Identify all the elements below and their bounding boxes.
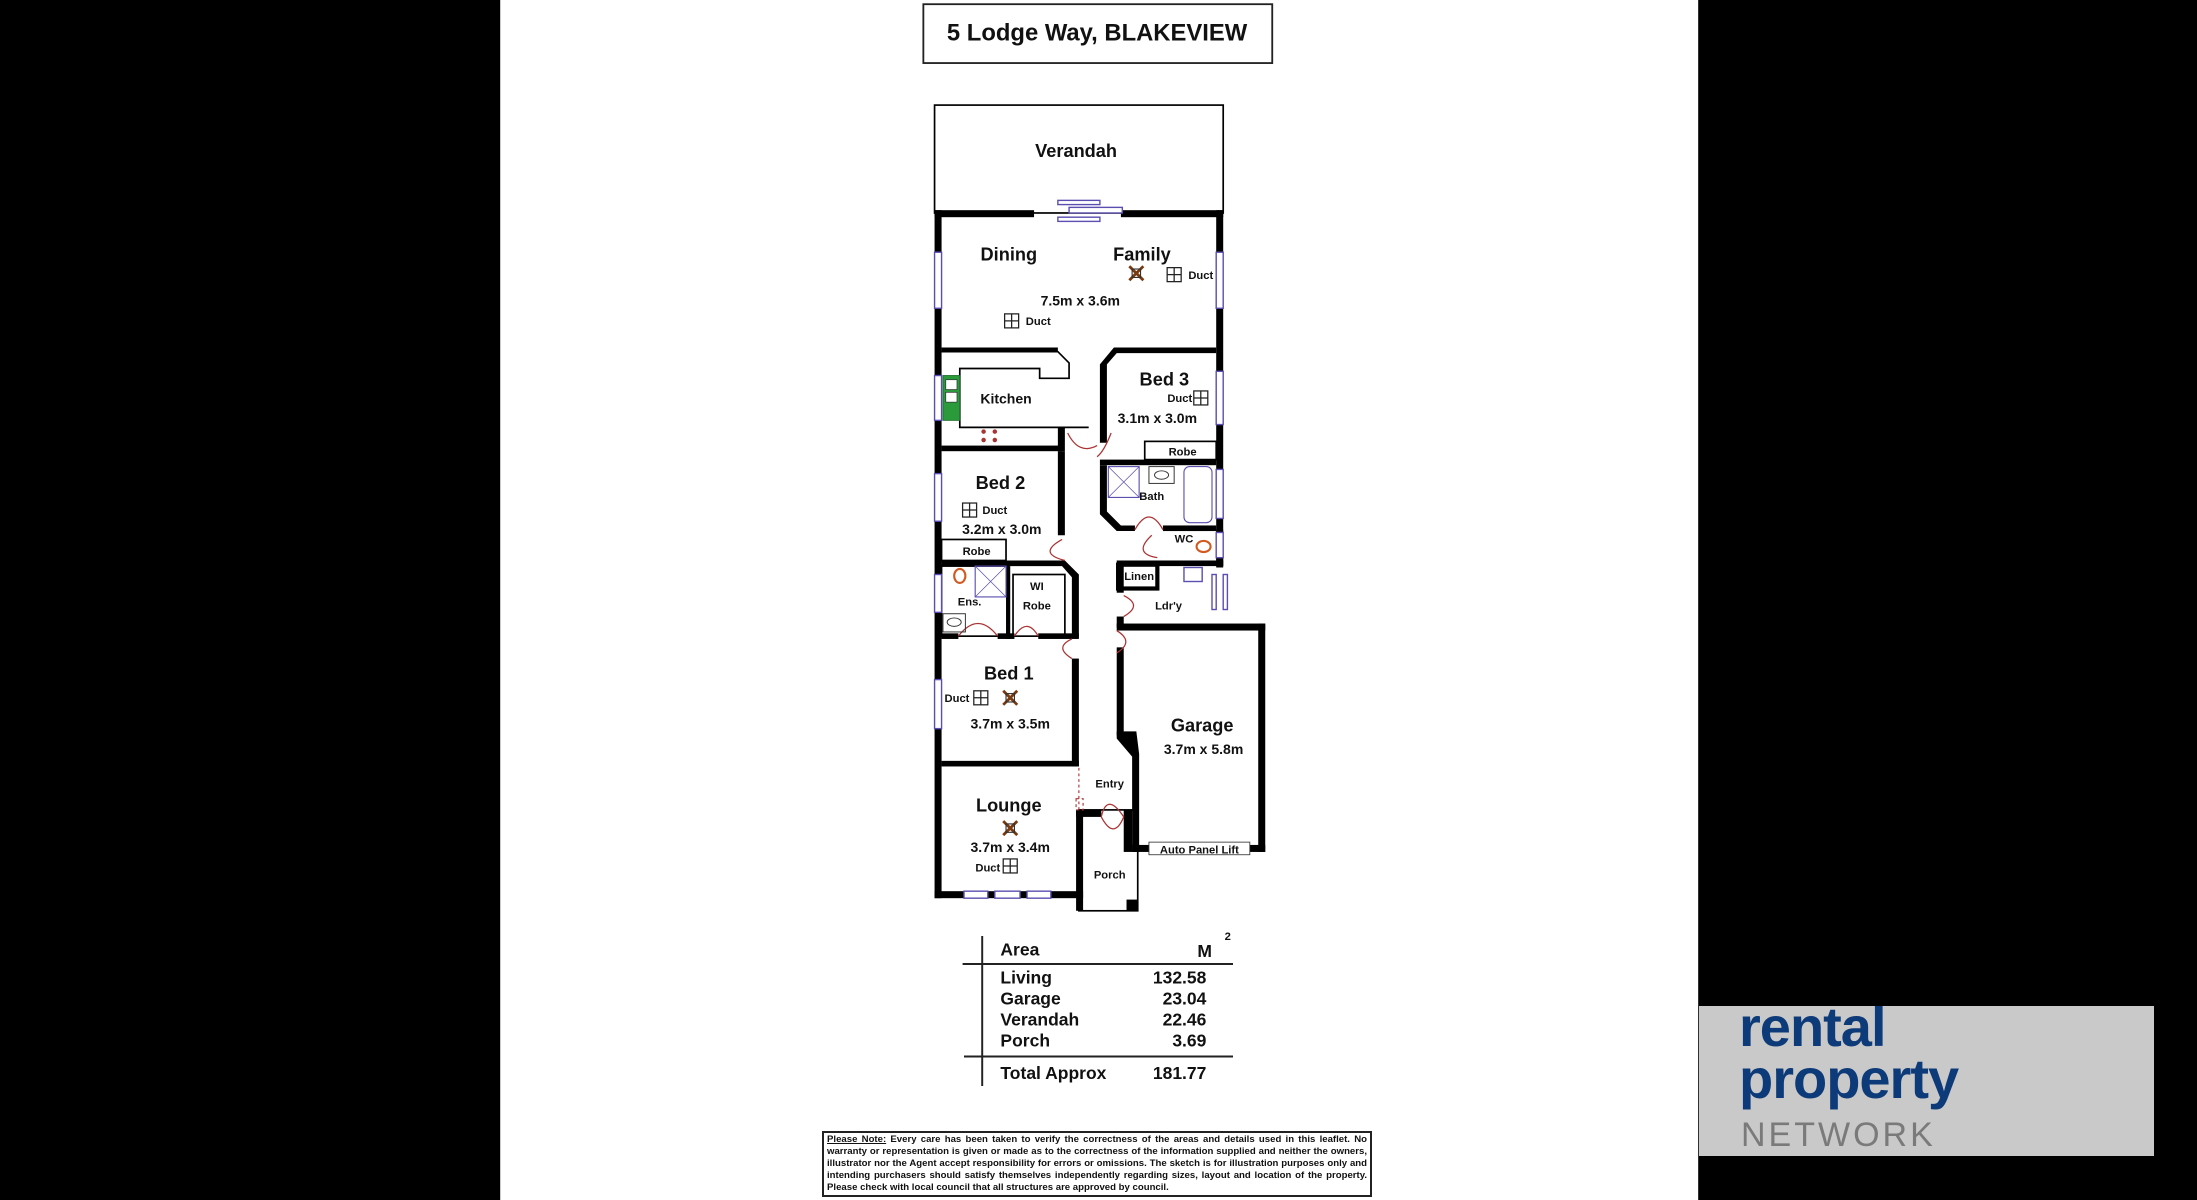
logo-line-2: property bbox=[1739, 1047, 1959, 1110]
garage-size: 3.7m x 5.8m bbox=[1164, 741, 1243, 757]
disclaimer-text: Every care has been taken to verify the … bbox=[827, 1134, 1367, 1193]
area-row-value: 132.58 bbox=[1153, 968, 1207, 988]
room-laundry: Ldr'y bbox=[1155, 601, 1183, 613]
disclaimer-lead: Please Note: bbox=[827, 1134, 887, 1145]
area-row-value: 3.69 bbox=[1172, 1031, 1206, 1051]
duct-label: Duct bbox=[1188, 270, 1213, 282]
area-row-label: Living bbox=[1000, 968, 1052, 988]
area-row-value: 23.04 bbox=[1163, 989, 1207, 1009]
toilet-icon bbox=[953, 539, 1212, 584]
area-total-label: Total Approx bbox=[1000, 1063, 1106, 1083]
page-title: 5 Lodge Way, BLAKEVIEW bbox=[947, 20, 1248, 47]
duct-label: Duct bbox=[975, 863, 1000, 875]
area-row-label: Verandah bbox=[1000, 1010, 1079, 1030]
disclaimer-box: Please Note: Every care has been taken t… bbox=[822, 1131, 1372, 1197]
title-box: 5 Lodge Way, BLAKEVIEW bbox=[922, 3, 1274, 64]
area-unit: M bbox=[1197, 941, 1212, 961]
robe-label: Robe bbox=[963, 546, 991, 558]
room-labels: Verandah Dining Family 7.5m x 3.6m Duct … bbox=[945, 141, 1251, 882]
bathtub-icon bbox=[1183, 466, 1213, 524]
wi-robe-label-1: WI bbox=[1030, 581, 1044, 593]
logo-line-1: rental bbox=[1739, 1006, 1886, 1058]
duct-label: Duct bbox=[945, 693, 970, 705]
family-size: 7.5m x 3.6m bbox=[1041, 292, 1120, 308]
laundry-tub-icon bbox=[1183, 566, 1229, 611]
room-porch: Porch bbox=[1094, 870, 1126, 882]
room-lounge: Lounge bbox=[976, 795, 1042, 815]
room-family: Family bbox=[1113, 245, 1172, 265]
room-bath: Bath bbox=[1139, 491, 1164, 503]
room-verandah: Verandah bbox=[1035, 141, 1117, 161]
room-linen: Linen bbox=[1124, 571, 1154, 583]
ceiling-fan-icon bbox=[1128, 265, 1145, 282]
area-total-value: 181.77 bbox=[1153, 1063, 1207, 1083]
cooktop-icon bbox=[981, 429, 998, 443]
room-wc: WC bbox=[1175, 533, 1194, 545]
logo-line-3: NETWORK bbox=[1741, 1116, 1936, 1154]
room-ensuite: Ens. bbox=[958, 596, 982, 608]
room-kitchen: Kitchen bbox=[980, 391, 1031, 407]
ceiling-fan-icon bbox=[1002, 820, 1019, 837]
wi-robe-label-2: Robe bbox=[1023, 601, 1051, 613]
area-table: Area M 2 Living 132.58 Garage 23.04 Vera… bbox=[962, 931, 1234, 1086]
duct-label: Duct bbox=[1026, 316, 1051, 328]
windows bbox=[933, 199, 1224, 899]
room-bed3: Bed 3 bbox=[1140, 369, 1190, 389]
room-garage: Garage bbox=[1171, 715, 1234, 735]
room-dining: Dining bbox=[981, 245, 1038, 265]
duct-label: Duct bbox=[1167, 393, 1192, 405]
lounge-size: 3.7m x 3.4m bbox=[971, 839, 1050, 855]
ensuite-shower-icon bbox=[974, 565, 1007, 598]
area-header: Area bbox=[1000, 940, 1039, 960]
rental-property-network-logo: rental property NETWORK bbox=[1699, 1006, 2154, 1156]
area-row-value: 22.46 bbox=[1163, 1010, 1207, 1030]
kitchen-sink-icon bbox=[942, 375, 961, 421]
garage-door-label: Auto Panel Lift bbox=[1160, 844, 1239, 856]
basin-icon bbox=[942, 466, 1175, 633]
room-bed1: Bed 1 bbox=[984, 664, 1034, 684]
shower-icon bbox=[1107, 466, 1140, 498]
area-row-label: Garage bbox=[1000, 989, 1061, 1009]
bed1-size: 3.7m x 3.5m bbox=[971, 716, 1050, 732]
area-unit-sup: 2 bbox=[1225, 931, 1231, 943]
ceiling-fan-icon bbox=[1002, 689, 1019, 706]
robe-label: Robe bbox=[1169, 446, 1197, 458]
duct-label: Duct bbox=[982, 505, 1007, 517]
duct-icon bbox=[961, 267, 1209, 874]
room-entry: Entry bbox=[1095, 778, 1124, 790]
page-background bbox=[500, 0, 1699, 1200]
doors bbox=[957, 432, 1164, 830]
bed2-size: 3.2m x 3.0m bbox=[962, 521, 1041, 537]
bed3-size: 3.1m x 3.0m bbox=[1118, 410, 1197, 426]
area-row-label: Porch bbox=[1000, 1031, 1050, 1051]
room-bed2: Bed 2 bbox=[976, 473, 1026, 493]
